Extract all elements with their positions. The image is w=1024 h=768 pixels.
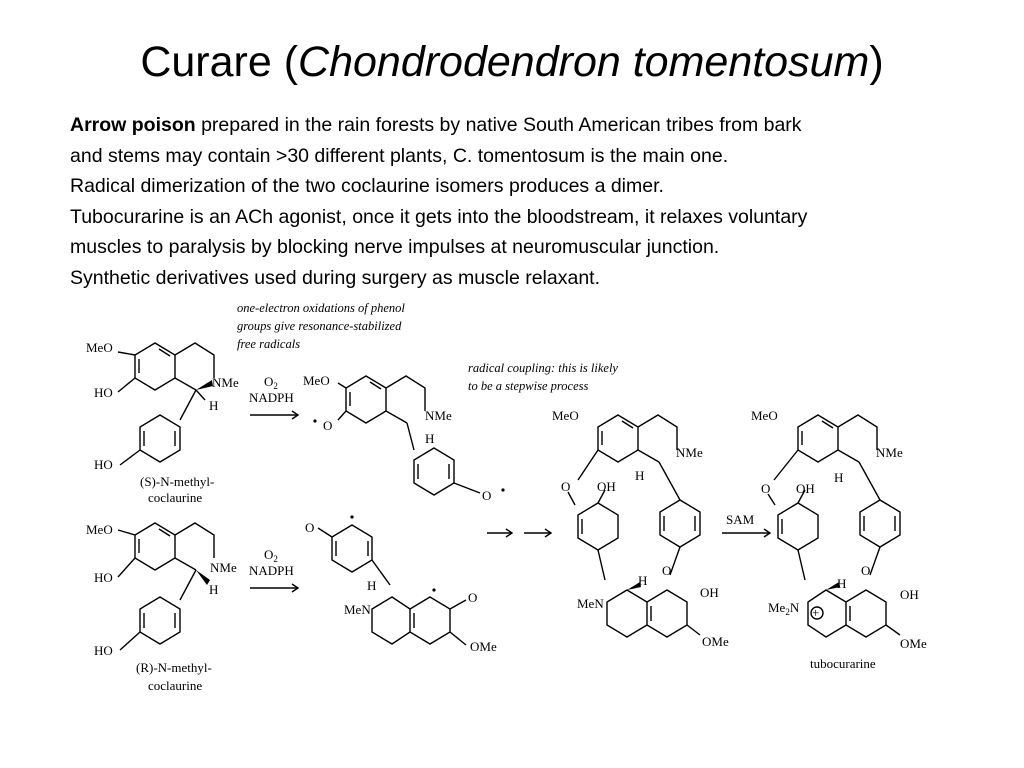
label-o: O bbox=[561, 479, 570, 494]
label-oh: OH bbox=[900, 587, 919, 602]
reagent-nadph-top: NADPH bbox=[249, 390, 294, 405]
coupled-dimer: MeO NMe H O OH O H MeN OH OMe bbox=[552, 408, 729, 649]
label-ho: HO bbox=[94, 643, 113, 658]
label-o: O bbox=[662, 563, 671, 578]
radical-dot bbox=[501, 488, 505, 492]
label-meo: MeO bbox=[552, 408, 579, 423]
label-men: MeN bbox=[344, 602, 371, 617]
r-coclaurine-structure: MeO HO NMe H HO (R)-N-methyl- coclaurine bbox=[86, 522, 237, 693]
label-o-radical: O bbox=[323, 418, 332, 433]
oxidation-note-line: free radicals bbox=[237, 337, 300, 351]
radical-intermediate-bottom: O H MeN O OMe bbox=[305, 515, 497, 654]
plus-charge-circle bbox=[810, 606, 824, 620]
label-oh: OH bbox=[700, 585, 719, 600]
label-h: H bbox=[638, 573, 647, 588]
s-compound-name: coclaurine bbox=[148, 490, 202, 505]
label-o-radical: O bbox=[482, 488, 491, 503]
s-compound-name: (S)-N-methyl- bbox=[140, 474, 214, 489]
tubocurarine-structure: MeO NMe H O OH O H Me2N + OH OMe tubocur… bbox=[751, 408, 927, 671]
label-meo: MeO bbox=[86, 522, 113, 537]
reagent-nadph-bottom: NADPH bbox=[249, 563, 294, 578]
coupling-note-line: radical coupling: this is likely bbox=[468, 361, 618, 375]
label-meo: MeO bbox=[303, 373, 330, 388]
label-nme: NMe bbox=[876, 445, 903, 460]
radical-intermediate-top: MeO O NMe H O bbox=[303, 373, 505, 503]
label-o: O bbox=[468, 590, 477, 605]
s-coclaurine-structure: MeO HO NMe H HO (S)-N-methyl- coclaurine bbox=[86, 340, 239, 505]
body-line-4: Tubocurarine is an ACh agonist, once it … bbox=[70, 205, 808, 228]
body-text: Arrow poison prepared in the rain forest… bbox=[70, 110, 975, 293]
oxidation-note-line: one-electron oxidations of phenol bbox=[237, 301, 405, 315]
radical-dot bbox=[432, 588, 436, 592]
label-h: H bbox=[837, 576, 846, 591]
label-ho: HO bbox=[94, 457, 113, 472]
label-h: H bbox=[209, 582, 218, 597]
label-ho: HO bbox=[94, 570, 113, 585]
label-nme: NMe bbox=[425, 408, 452, 423]
label-oh: OH bbox=[597, 479, 616, 494]
label-o: O bbox=[761, 481, 770, 496]
label-h: H bbox=[635, 468, 644, 483]
body-line-2: and stems may contain >30 different plan… bbox=[70, 144, 729, 167]
label-me2n: Me2N bbox=[768, 600, 800, 617]
title-text: Curare ( bbox=[140, 38, 299, 86]
coupling-note-line: to be a stepwise process bbox=[468, 379, 588, 393]
label-meo: MeO bbox=[86, 340, 113, 355]
label-h: H bbox=[209, 398, 218, 413]
title-close: ) bbox=[869, 38, 884, 86]
bold-lead: Arrow poison bbox=[70, 114, 196, 136]
body-line-3: Radical dimerization of the two coclauri… bbox=[70, 175, 664, 197]
reagent-o2-top: O2 bbox=[264, 374, 278, 391]
label-nme: NMe bbox=[676, 445, 703, 460]
label-ho: HO bbox=[94, 385, 113, 400]
body-line-1: Arrow poison prepared in the rain forest… bbox=[70, 110, 975, 141]
label-ome: OMe bbox=[470, 639, 497, 654]
product-name: tubocurarine bbox=[810, 656, 876, 671]
label-nme: NMe bbox=[212, 375, 239, 390]
label-oh: OH bbox=[796, 481, 815, 496]
r-compound-name: coclaurine bbox=[148, 678, 202, 693]
label-h: H bbox=[367, 578, 376, 593]
radical-dot bbox=[350, 515, 354, 519]
reaction-arrows bbox=[250, 410, 772, 593]
label-meo: MeO bbox=[751, 408, 778, 423]
radical-dot bbox=[313, 419, 317, 423]
slide-title: Curare (Chondrodendron tomentosum) bbox=[0, 34, 1024, 90]
body-line-5: muscles to paralysis by blocking nerve i… bbox=[70, 236, 720, 258]
reagent-sam: SAM bbox=[726, 512, 755, 527]
label-men: MeN bbox=[577, 596, 604, 611]
label-o: O bbox=[305, 520, 314, 535]
reagent-o2-bottom: O2 bbox=[264, 547, 278, 564]
label-nme: NMe bbox=[210, 560, 237, 575]
label-o: O bbox=[861, 563, 870, 578]
coupling-note: radical coupling: this is likely to be a… bbox=[468, 361, 618, 393]
label-ome: OMe bbox=[900, 636, 927, 651]
oxidation-note-line: groups give resonance-stabilized bbox=[237, 319, 402, 333]
r-compound-name: (R)-N-methyl- bbox=[136, 660, 212, 675]
label-h: H bbox=[834, 470, 843, 485]
label-h: H bbox=[425, 431, 434, 446]
label-plus: + bbox=[812, 605, 819, 620]
title-species: Chondrodendron tomentosum bbox=[298, 38, 870, 86]
label-ome: OMe bbox=[702, 634, 729, 649]
body-line-6: Synthetic derivatives used during surger… bbox=[70, 266, 601, 289]
line-1-rest: prepared in the rain forests by native S… bbox=[195, 114, 802, 136]
oxidation-note: one-electron oxidations of phenol groups… bbox=[237, 301, 405, 351]
